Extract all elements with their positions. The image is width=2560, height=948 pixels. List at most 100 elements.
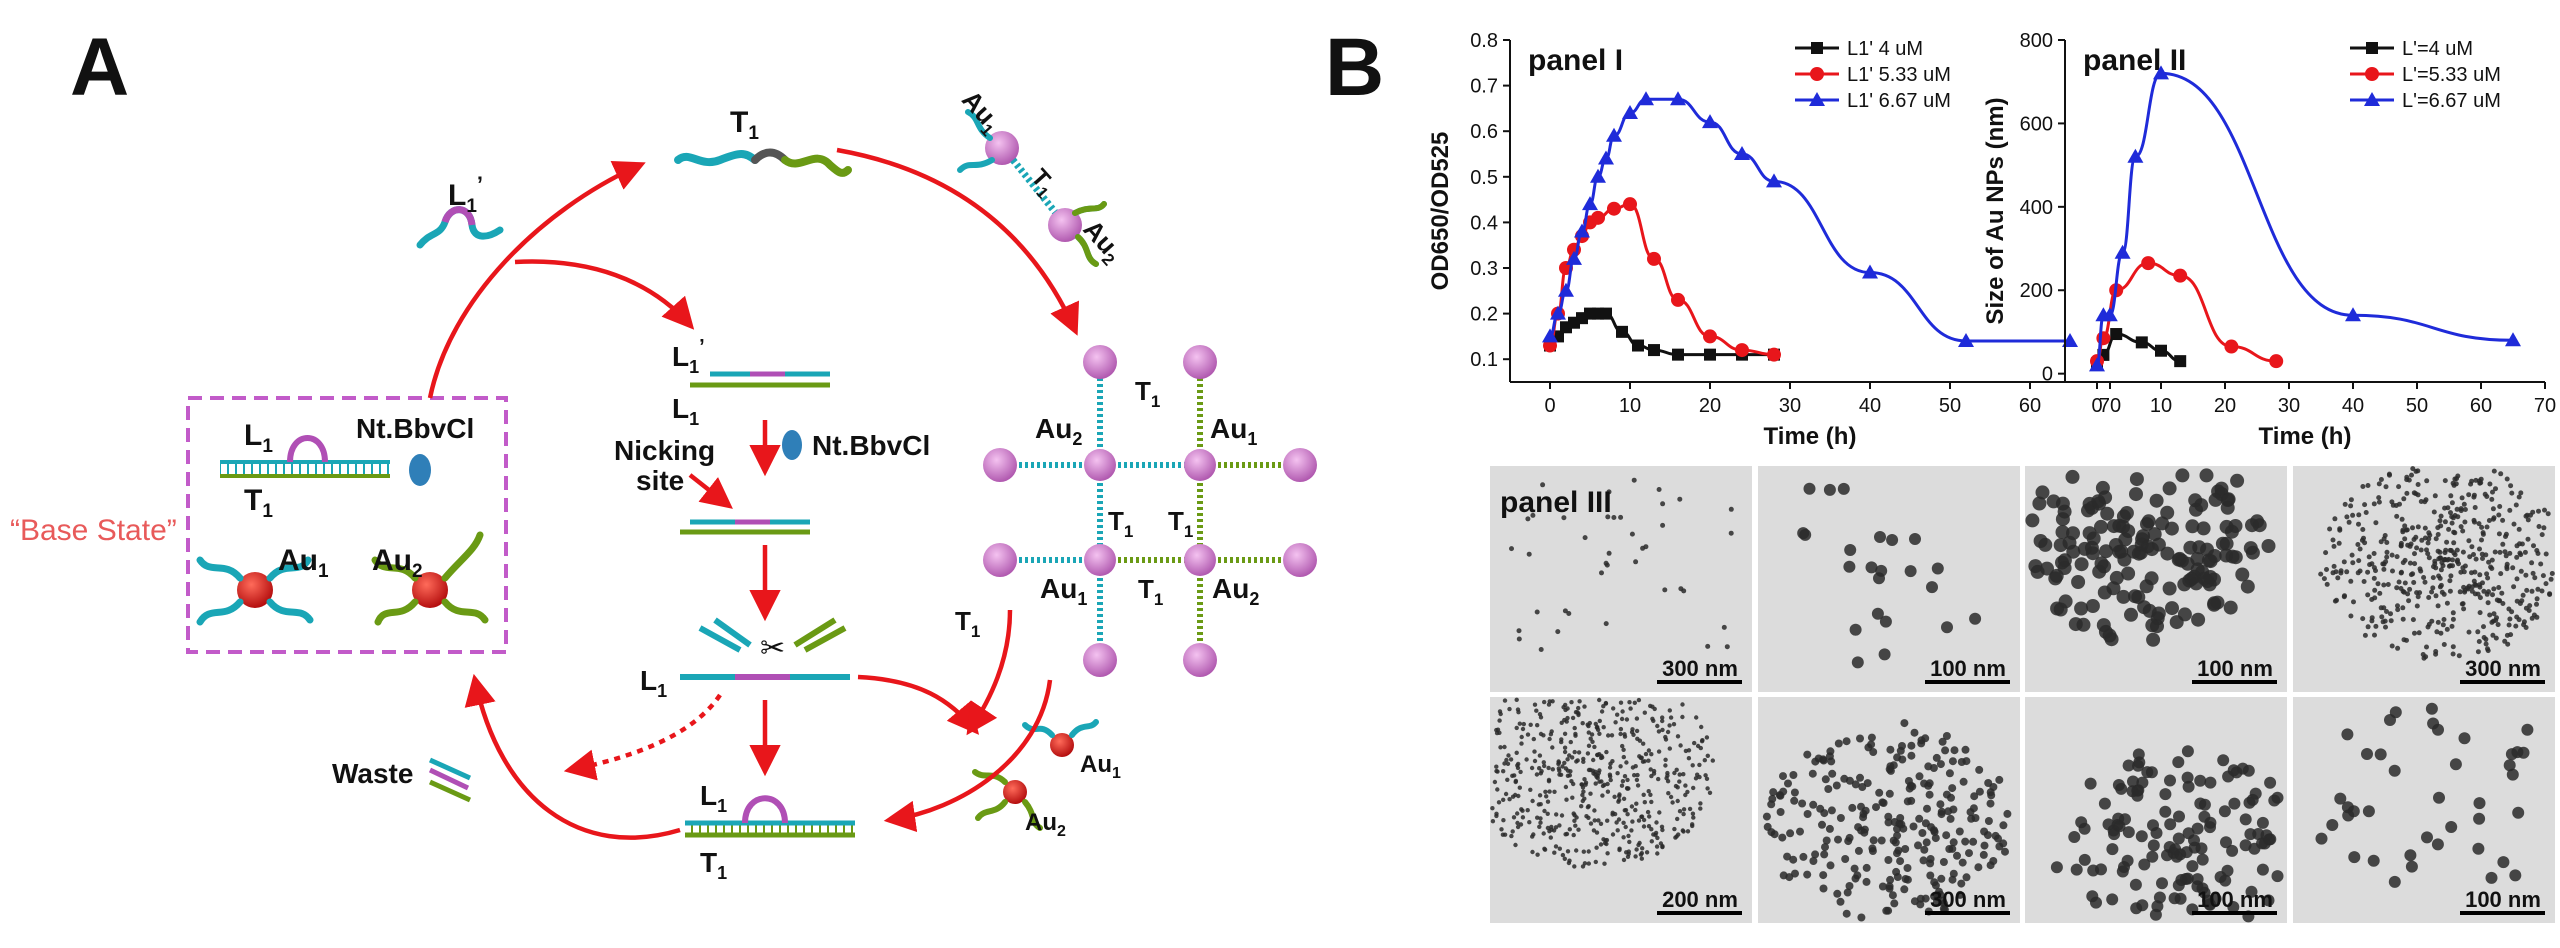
au1-particle: Au1 <box>196 544 329 626</box>
dimer-t1-label: T1 <box>1023 164 1062 202</box>
y-tick-label: 0.6 <box>1470 121 1498 143</box>
base-duplex: L1 T1 Nt.BbvCl <box>220 413 474 522</box>
data-point <box>1647 251 1661 266</box>
panel-a-reaction-scheme: A “Base State” L1 T1 Nt.BbvCl Au1 Au2 <box>10 22 1317 883</box>
network-node <box>1083 345 1117 379</box>
bottom-t1-label: T1 <box>700 847 727 883</box>
legend-label: L1' 6.67 uM <box>1847 90 1951 112</box>
enzyme-icon <box>409 454 431 486</box>
reaction-arrows <box>427 147 1080 840</box>
net-au1-label-b: Au1 <box>1040 573 1087 609</box>
scale-bar-label: 300 nm <box>1662 656 1738 681</box>
data-point <box>2141 256 2156 271</box>
base-t1-label: T1 <box>244 484 273 522</box>
restored-duplex: L1 T1 <box>685 780 855 883</box>
au2-particle: Au2 <box>371 531 489 626</box>
net-t1-label-a: T1 <box>1135 376 1160 411</box>
network-node <box>1084 449 1116 481</box>
legend-label: L'=5.33 uM <box>2402 64 2501 86</box>
network-node <box>1183 345 1217 379</box>
data-point <box>1703 329 1717 344</box>
x-tick-label: 20 <box>1699 395 1721 417</box>
data-point <box>1542 328 1558 343</box>
legend-label: L'=4 uM <box>2402 38 2473 60</box>
x-axis-label: Time (h) <box>2259 423 2352 450</box>
scale-bar-label: 300 nm <box>2465 656 2541 681</box>
y-tick-label: 0 <box>2042 364 2053 386</box>
data-point <box>2096 331 2111 346</box>
y-tick-label: 0.8 <box>1470 30 1498 52</box>
net-au2-label-b: Au2 <box>1212 573 1259 609</box>
network-node <box>1083 643 1117 677</box>
data-point <box>1582 196 1598 211</box>
y-axis-label: OD650/OD525 <box>1427 132 1454 291</box>
tem-image: 200 nm <box>1490 697 1752 923</box>
data-point <box>2127 148 2144 163</box>
data-point <box>1632 339 1644 352</box>
data-point <box>1616 325 1628 338</box>
tem-image: 300 nm <box>1758 697 2020 923</box>
scale-bar-label: 100 nm <box>2197 656 2273 681</box>
data-point <box>1574 223 1590 238</box>
arrow-t1-label: T1 <box>955 606 980 641</box>
y-tick-label: 0.4 <box>1470 212 1498 234</box>
data-point <box>1767 347 1781 362</box>
data-point <box>1671 292 1685 307</box>
x-tick-label: 20 <box>2214 395 2236 417</box>
bottom-l1-label: L1 <box>700 780 727 816</box>
nicked-duplex <box>680 519 810 535</box>
data-point <box>1558 282 1574 297</box>
au-pair-bottom: Au1 Au2 <box>972 719 1121 840</box>
scale-bar-label: 300 nm <box>1930 887 2006 912</box>
data-point <box>2101 307 2118 322</box>
data-point <box>1623 197 1637 212</box>
panel-a-letter: A <box>70 22 129 113</box>
pair-au2-label: Au2 <box>1025 809 1066 840</box>
y-tick-label: 600 <box>2020 113 2053 135</box>
enzyme-label: Nt.BbvCl <box>356 413 474 444</box>
x-tick-label: 0 <box>1544 395 1555 417</box>
net-t1-label-d: T1 <box>1138 574 1163 609</box>
data-point <box>1591 210 1605 225</box>
data-point <box>1606 127 1622 142</box>
x-tick-label: 0 <box>2091 395 2102 417</box>
data-point <box>1590 168 1606 183</box>
center-l1-label: L1 <box>672 393 699 429</box>
nicking-site-label-line1: Nicking <box>614 435 715 466</box>
x-tick-label: 30 <box>2278 395 2300 417</box>
legend-marker <box>1809 92 1825 106</box>
net-t1-label-c: T1 <box>1168 506 1193 541</box>
y-tick-label: 0.7 <box>1470 76 1498 98</box>
tem-image: 100 nm <box>2025 697 2287 923</box>
y-tick-label: 0.3 <box>1470 258 1498 280</box>
t1-top-label: T1 <box>730 106 759 144</box>
scale-bar-label: 100 nm <box>2465 887 2541 912</box>
y-axis-label: Size of Au NPs (nm) <box>1982 97 2009 324</box>
cut-l1-label: L1 <box>640 665 667 701</box>
tem-image: 100 nm <box>2293 697 2555 923</box>
enzyme-icon-center <box>782 430 802 460</box>
data-point <box>1550 305 1566 320</box>
network-node <box>1283 543 1317 577</box>
network-node <box>1184 544 1216 576</box>
data-point <box>2174 355 2187 368</box>
data-point <box>1672 348 1684 361</box>
center-l1prime-label: L1’ <box>672 336 705 377</box>
scale-bar-label: 100 nm <box>1930 656 2006 681</box>
x-tick-label: 30 <box>1779 395 1801 417</box>
legend-marker <box>1810 67 1824 81</box>
data-point <box>2089 357 2105 372</box>
x-tick-label: 40 <box>2342 395 2364 417</box>
data-point <box>2114 244 2131 259</box>
tem-image: 300 nm <box>1490 466 1752 692</box>
chart-title: panel II <box>2083 44 2186 77</box>
tem-image: 300 nm <box>2293 466 2555 692</box>
network-node <box>1183 643 1217 677</box>
data-point <box>1638 91 1654 106</box>
legend-marker <box>2365 67 2379 81</box>
data-point <box>1566 250 1582 265</box>
y-tick-label: 200 <box>2020 280 2053 302</box>
data-point <box>1704 348 1716 361</box>
data-point <box>1648 344 1660 357</box>
